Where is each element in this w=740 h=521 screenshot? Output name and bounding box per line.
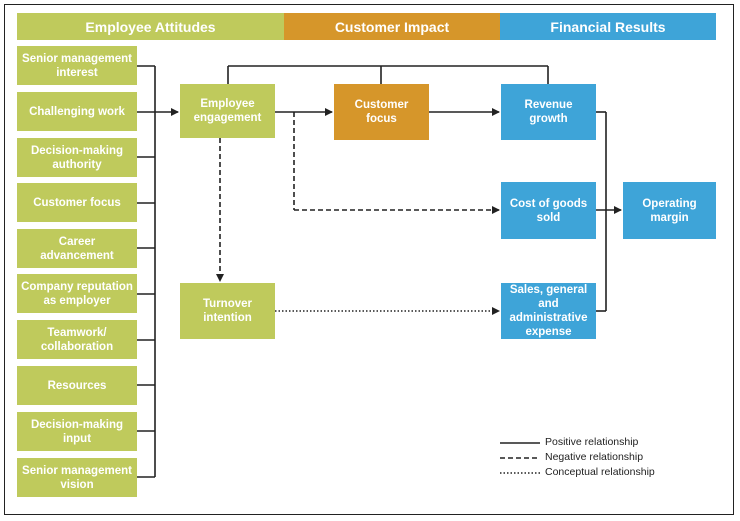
node-cost-of-goods-sold: Cost of goods sold: [501, 182, 596, 239]
legend-conceptual: Conceptual relationship: [545, 466, 655, 478]
header-customer-impact: Customer Impact: [284, 13, 500, 40]
legend-negative: Negative relationship: [545, 451, 644, 463]
node-turnover-intention: Turnover intention: [180, 283, 275, 339]
attitude-decision-making-authority: Decision-making authority: [17, 138, 137, 177]
header-employee-attitudes: Employee Attitudes: [17, 13, 284, 40]
header-financial-results: Financial Results: [500, 13, 716, 40]
node-employee-engagement: Employee engagement: [180, 84, 275, 138]
attitude-company-reputation: Company reputation as employer: [17, 274, 137, 313]
attitude-resources: Resources: [17, 366, 137, 405]
attitude-teamwork: Teamwork/ collaboration: [17, 320, 137, 359]
attitude-decision-making-input: Decision-making input: [17, 412, 137, 451]
attitude-senior-management-vision: Senior management vision: [17, 458, 137, 497]
attitude-challenging-work: Challenging work: [17, 92, 137, 131]
attitude-career-advancement: Career advancement: [17, 229, 137, 268]
node-operating-margin: Operating margin: [623, 182, 716, 239]
attitude-customer-focus: Customer focus: [17, 183, 137, 222]
node-customer-focus: Customer focus: [334, 84, 429, 140]
legend-positive: Positive relationship: [545, 436, 639, 448]
node-sga-expense: Sales, general and administrative expens…: [501, 283, 596, 339]
attitude-senior-management-interest: Senior management interest: [17, 46, 137, 85]
node-revenue-growth: Revenue growth: [501, 84, 596, 140]
